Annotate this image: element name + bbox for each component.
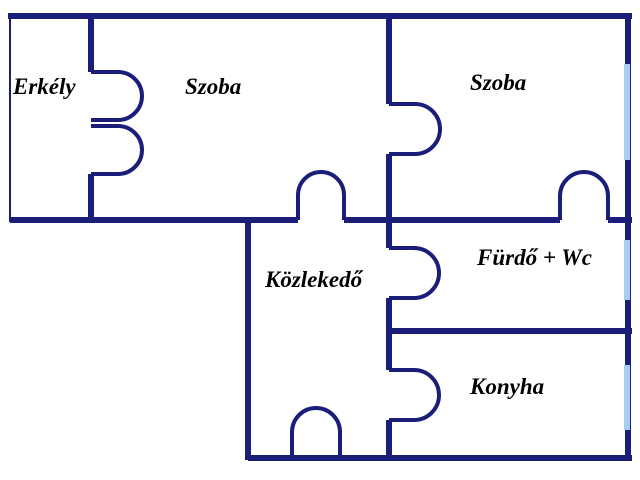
label-furdo-wc: Fürdő + Wc [476,245,592,270]
balcony-door-upper-swing [91,70,144,122]
right-room-second-door-swing [558,170,610,220]
doors [91,70,610,458]
label-erkely: Erkély [12,74,76,99]
interior-walls [88,16,632,461]
label-szoba-right: Szoba [470,70,526,95]
label-szoba-left: Szoba [185,74,241,99]
kitchen-door-swing [389,368,441,422]
label-kozlekedo: Közlekedő [264,267,364,292]
label-konyha: Konyha [469,374,544,399]
room-labels: Erkély Szoba Szoba Közlekedő Fürdő + Wc … [12,70,592,399]
bathroom-door-swing [389,246,441,300]
left-room-door-swing [296,170,346,220]
entrance-door-swing [290,406,342,458]
balcony-door-lower-swing [91,124,144,176]
right-room-door-swing [389,102,442,156]
